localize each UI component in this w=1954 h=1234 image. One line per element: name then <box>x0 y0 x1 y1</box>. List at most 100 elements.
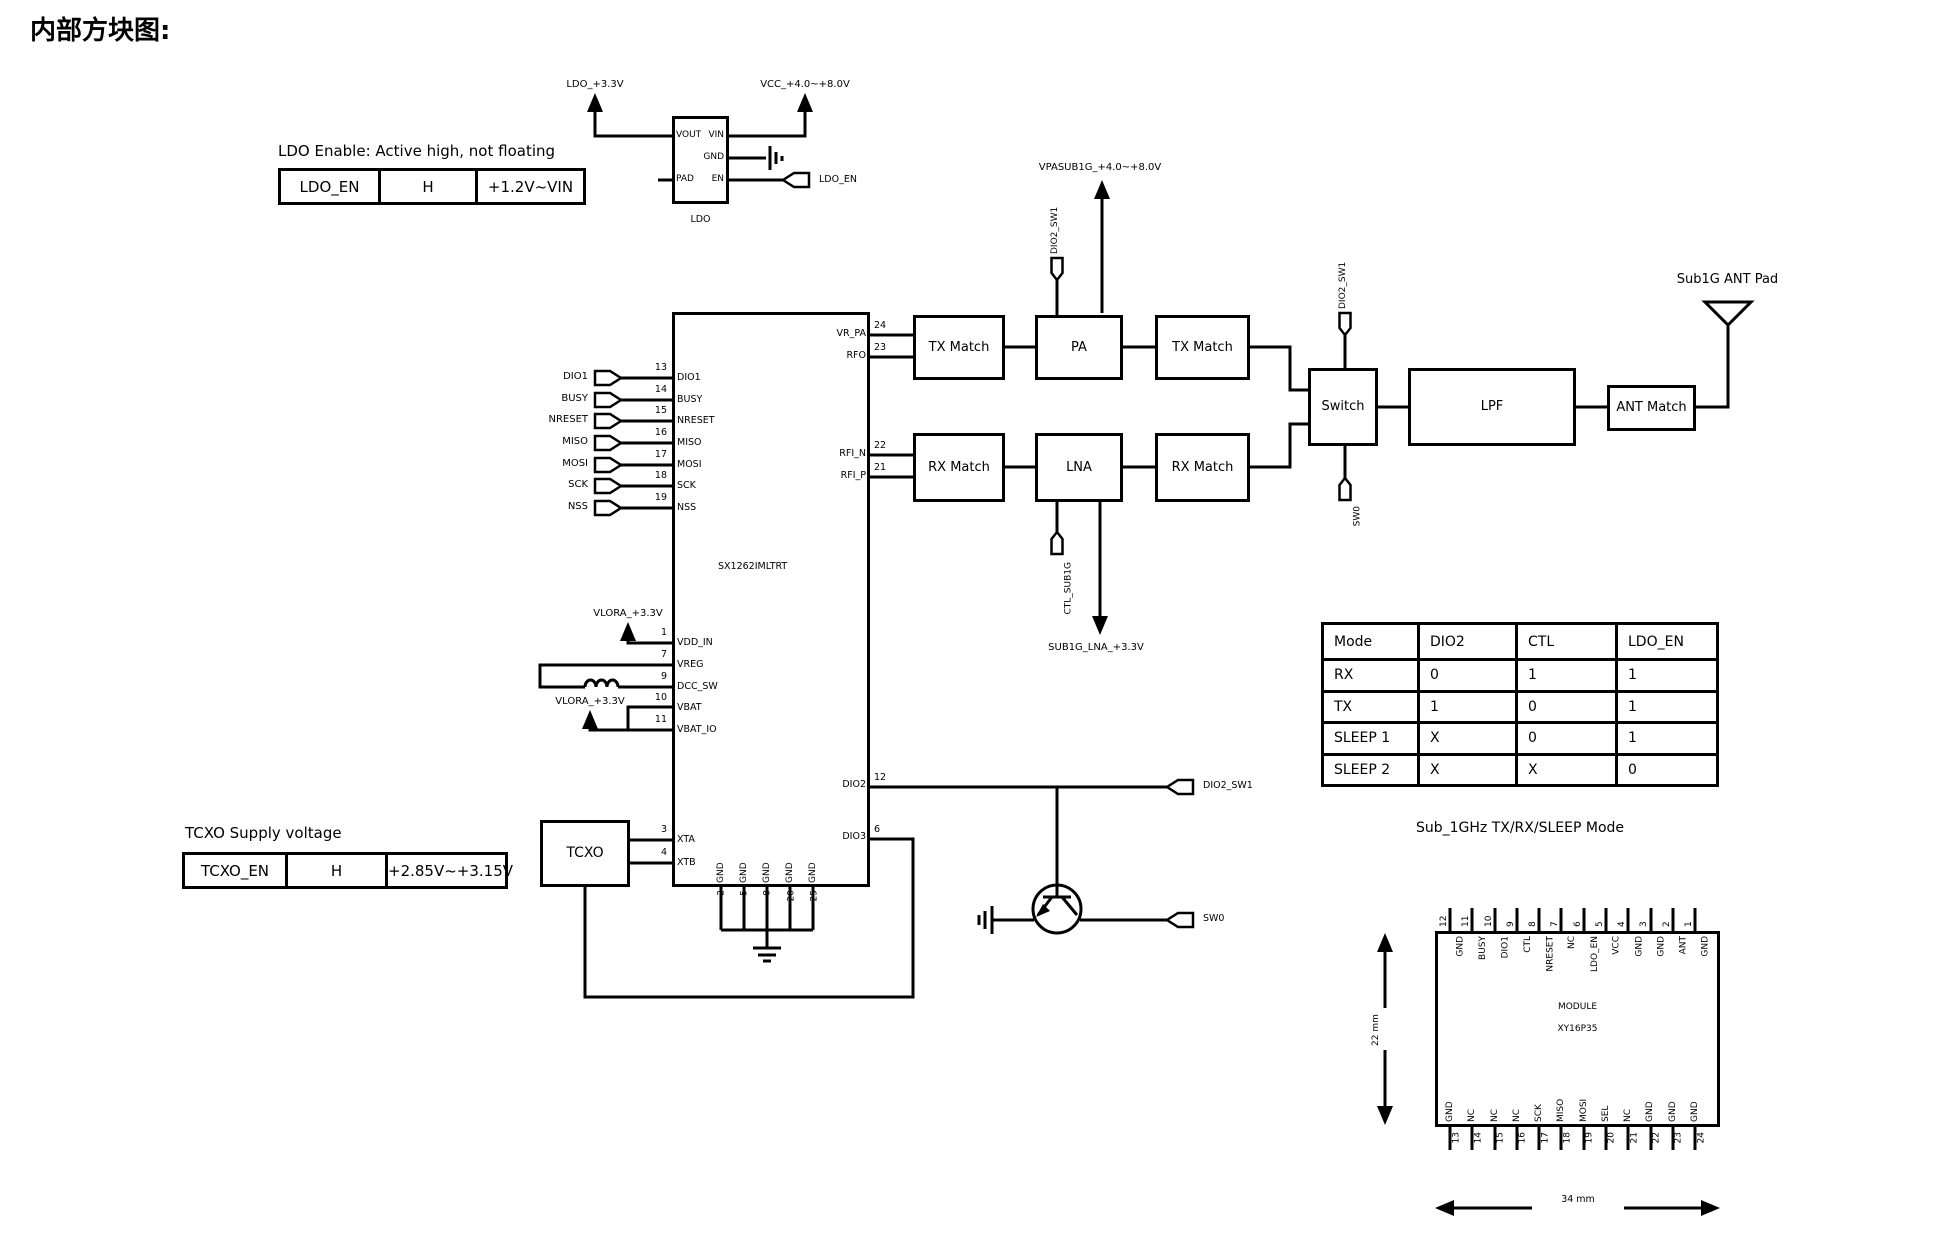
pin-name: DIO1 <box>677 372 701 383</box>
page-title: 内部方块图: <box>30 16 171 46</box>
net-label: NRESET <box>548 414 588 426</box>
pin-name: ANT <box>1678 936 1689 955</box>
tcxo-table: TCXO_EN H +2.85V~+3.15V <box>182 852 513 889</box>
tx-match1-block: TX Match <box>913 315 1005 380</box>
pin-name: VBAT <box>677 702 702 714</box>
pin-number: 20 <box>786 890 796 902</box>
net-vcc: VCC_+4.0~+8.0V <box>760 79 850 90</box>
pin-name: CTL <box>1522 936 1533 953</box>
pin-name: SEL <box>1600 1105 1611 1122</box>
dim-down-arrow-icon <box>1377 1106 1393 1125</box>
pin-name: SCK <box>677 480 696 492</box>
pin-number: 13 <box>1451 1132 1461 1144</box>
ic-pin-num-6: 6 <box>874 824 881 835</box>
pin-number: 25 <box>809 890 819 902</box>
tx-match2-label: TX Match <box>1172 339 1233 355</box>
ldo-pin-gnd: GND <box>703 152 724 162</box>
net-label: DIO1 <box>563 371 588 382</box>
tcxo-block: TCXO <box>540 820 630 887</box>
ldo-table-cell: LDO_EN <box>299 177 360 196</box>
pin-number: 11 <box>654 714 667 725</box>
pin-number: 5 <box>740 890 750 896</box>
pin-number: 18 <box>654 470 667 482</box>
module-block <box>1435 931 1720 1127</box>
pin-number: 9 <box>660 670 667 682</box>
pin-number: 13 <box>654 362 667 373</box>
ldo-table-cell: +1.2V~VIN <box>475 171 583 202</box>
pin-number: 22 <box>1651 1132 1662 1144</box>
net-label: MISO <box>562 435 588 447</box>
mode-cell: 0 <box>1518 724 1618 753</box>
net-ldo-en: LDO_EN <box>819 174 857 185</box>
pin-name: NC <box>1467 1108 1478 1122</box>
pa-label: PA <box>1071 339 1087 355</box>
tcxo-table-cell: H <box>285 855 385 886</box>
pin-number: 4 <box>1617 921 1628 927</box>
pin-name: MISO <box>1556 1098 1567 1122</box>
pin-name: MOSI <box>677 458 702 470</box>
pin-number: 14 <box>654 383 667 395</box>
pin-name: GND <box>1634 936 1645 957</box>
vpa-arrow-icon <box>1094 180 1110 199</box>
dim-up-arrow-icon <box>1377 933 1393 952</box>
ldo-3v3-arrow-icon <box>587 93 603 112</box>
pin-name: XTA <box>677 834 695 845</box>
pin-name: LDO_EN <box>1589 936 1600 972</box>
mode-cell: 1 <box>1420 692 1518 721</box>
pin-number: 8 <box>763 890 773 896</box>
pin-number: 16 <box>654 426 667 438</box>
pin-name: DIO1 <box>1500 936 1511 959</box>
rx-match1-block: RX Match <box>913 433 1005 502</box>
mode-cell: 1 <box>1628 730 1637 747</box>
pin-number: 10 <box>654 692 667 704</box>
tag-label-sw0-switch: SW0 <box>1352 506 1362 527</box>
antenna-icon <box>1701 300 1755 328</box>
mode-cell: 1 <box>1628 667 1637 684</box>
pin-number: 17 <box>1540 1132 1551 1144</box>
rx-match2-block: RX Match <box>1155 433 1250 502</box>
ic-pin-vr-pa: VR_PA <box>836 328 866 339</box>
ldo-pin-en: EN <box>711 174 724 184</box>
pin-number: 19 <box>1584 1132 1595 1144</box>
net-vlora-1: VLORA_+3.3V <box>593 608 663 619</box>
mode-header-cell: LDO_EN <box>1628 633 1684 650</box>
lna-block: LNA <box>1035 433 1123 502</box>
mode-cell: TX <box>1324 692 1420 721</box>
mode-cell: X <box>1420 755 1518 784</box>
wires <box>538 112 1755 1210</box>
ldo-block-label: LDO <box>690 214 711 225</box>
net-vpasub1g: VPASUB1G_+4.0~+8.0V <box>1038 162 1162 173</box>
mode-cell: 0 <box>1420 661 1518 690</box>
lpf-block: LPF <box>1408 368 1576 446</box>
tag-label-dio2-sw1-out: DIO2_SW1 <box>1203 780 1253 791</box>
pin-name: NC <box>1623 1108 1634 1122</box>
mode-table-row: SLEEP 2 X X 0 <box>1324 752 1716 784</box>
ldo-caption: LDO Enable: Active high, not floating <box>278 142 556 160</box>
pin-number: 8 <box>1528 921 1539 927</box>
ldo-pin-vin: VIN <box>708 130 724 140</box>
pin-number: 12 <box>1439 915 1449 927</box>
pin-number: 5 <box>1594 921 1605 927</box>
ic-pin-num-12: 12 <box>874 772 887 783</box>
pin-number: 19 <box>654 491 667 503</box>
dim-left-arrow-icon <box>1435 1200 1454 1216</box>
pin-number: 1 <box>660 627 667 638</box>
module-width-dim: 34 mm <box>1561 1194 1595 1205</box>
switch-label: Switch <box>1321 399 1365 414</box>
transistor-icon <box>1031 883 1083 935</box>
pin-name: NC <box>1511 1108 1522 1122</box>
pin-number: 17 <box>654 448 667 460</box>
ant-pad-label: Sub1G ANT Pad <box>1676 272 1779 287</box>
ic-pin-num-22: 22 <box>874 440 887 451</box>
pin-number: 4 <box>660 847 667 858</box>
ic-pin-num-24: 24 <box>874 320 887 331</box>
net-label: MOSI <box>562 457 588 469</box>
pin-name: GND <box>716 862 726 883</box>
pin-name: NC <box>1567 936 1578 950</box>
ic-block <box>672 312 870 887</box>
pin-number: 1 <box>1683 921 1694 927</box>
vcc-arrow-icon <box>797 93 813 112</box>
pin-name: GND <box>1700 936 1711 957</box>
pin-name: MISO <box>677 436 702 448</box>
pin-number: 2 <box>717 890 727 896</box>
